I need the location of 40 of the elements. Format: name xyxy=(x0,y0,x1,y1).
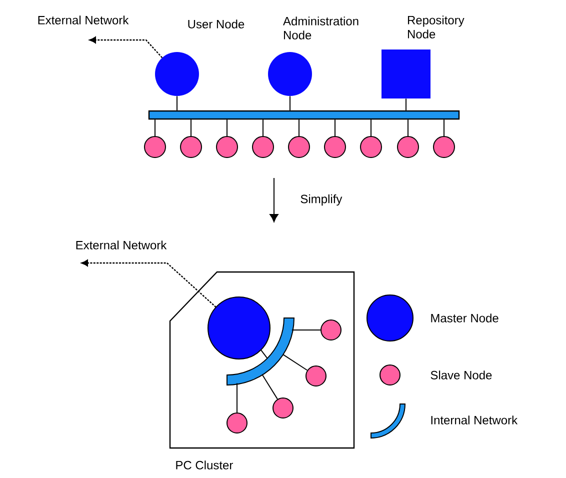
edge-label: External Network xyxy=(36,14,130,26)
slave-node-circle xyxy=(216,136,238,158)
connector-line xyxy=(226,119,228,136)
slave-node-circle xyxy=(252,136,274,158)
connector-line xyxy=(190,119,192,136)
slave-node-circle xyxy=(226,412,248,434)
network-bar xyxy=(148,110,460,120)
slave-node-circle xyxy=(180,136,202,158)
connector-line xyxy=(370,119,372,136)
node-label: User Node xyxy=(188,20,244,28)
node-label: Administration Node xyxy=(283,16,358,40)
slave-node-circle xyxy=(144,136,166,158)
slave-node-circle xyxy=(397,136,419,158)
connector-line xyxy=(260,349,268,359)
network-arc xyxy=(226,318,294,386)
edge-label: External Network xyxy=(74,240,168,250)
node-label: PC Cluster xyxy=(176,460,233,470)
master-node-circle xyxy=(208,296,270,360)
slave-node-circle xyxy=(324,136,346,158)
connector-line xyxy=(262,374,278,400)
slave-node-circle xyxy=(320,320,342,340)
node-label: Repository Node xyxy=(408,16,464,38)
connector-line xyxy=(298,119,300,136)
slave-node-circle xyxy=(360,136,382,158)
connector-line xyxy=(176,96,178,111)
dashed-arrow xyxy=(89,36,163,58)
step-label: Simplify xyxy=(300,194,342,206)
connector-line xyxy=(334,119,336,136)
connector-line xyxy=(236,382,238,413)
slave-node-circle xyxy=(306,366,326,386)
slave-node-circle xyxy=(288,136,310,158)
legend-label: Master Node xyxy=(431,314,498,322)
connector-line xyxy=(262,119,264,136)
connector-line xyxy=(154,119,156,136)
dashed-arrow xyxy=(81,260,216,308)
slave-node-circle xyxy=(272,398,294,418)
connector-line xyxy=(282,354,308,371)
legend-label: Slave Node xyxy=(430,370,492,380)
slave-node-circle xyxy=(433,136,455,158)
legend-label: Internal Network xyxy=(431,416,518,424)
